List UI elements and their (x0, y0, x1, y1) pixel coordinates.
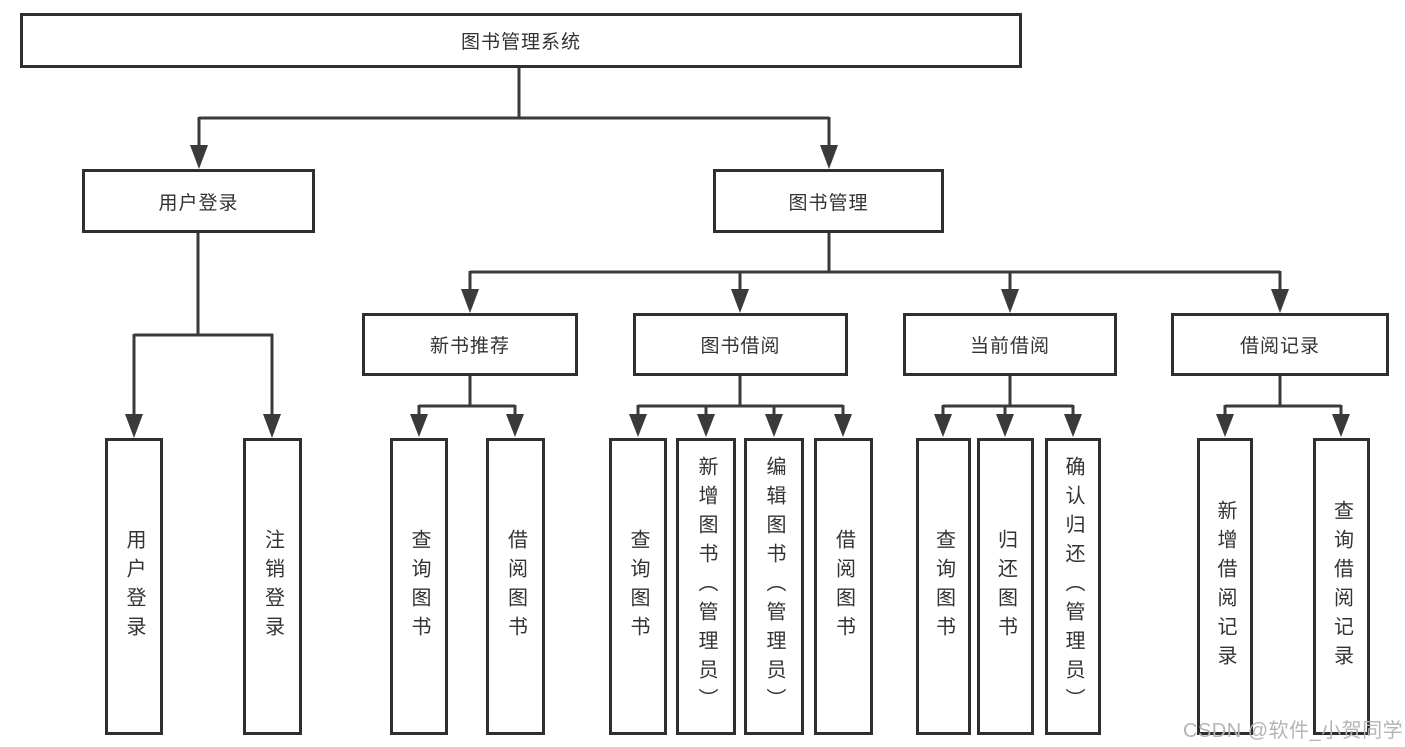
csdn-watermark: CSDN @软件_小贺同学 (1183, 720, 1404, 742)
leaf-return-book: 归还图书 (977, 438, 1034, 735)
node-label: 查询图书 (408, 528, 430, 645)
node-book-management: 图书管理 (713, 169, 944, 233)
node-label: 归还图书 (994, 528, 1017, 645)
node-label: 编辑图书（管理员） (763, 456, 785, 717)
node-new-book-recommend: 新书推荐 (362, 313, 578, 376)
leaf-edit-book-admin: 编辑图书（管理员） (744, 438, 804, 735)
node-label: 查询借阅记录 (1330, 499, 1353, 674)
leaf-query-books-borrow: 查询图书 (609, 438, 667, 735)
node-library-management-system: 图书管理系统 (20, 13, 1022, 68)
leaf-borrow-books-recommend: 借阅图书 (486, 438, 545, 735)
node-user-login: 用户登录 (82, 169, 315, 233)
node-label: 查询图书 (932, 528, 955, 645)
node-borrow-records: 借阅记录 (1171, 313, 1389, 376)
node-label: 确认归还（管理员） (1062, 456, 1084, 717)
node-label: 用户登录 (123, 528, 145, 645)
arrowhead-icons (125, 145, 1350, 438)
leaf-query-books-current: 查询图书 (916, 438, 971, 735)
node-label: 借阅图书 (504, 528, 527, 645)
leaf-user-login: 用户登录 (105, 438, 163, 735)
node-label: 注销登录 (261, 528, 284, 645)
node-label: 新增借阅记录 (1214, 499, 1236, 674)
leaf-add-book-admin: 新增图书（管理员） (676, 438, 736, 735)
node-label: 图书借阅 (700, 336, 781, 357)
node-current-borrow: 当前借阅 (903, 313, 1117, 376)
node-label: 新增图书（管理员） (695, 456, 717, 717)
leaf-query-borrow-record: 查询借阅记录 (1313, 438, 1370, 735)
leaf-confirm-return-admin: 确认归还（管理员） (1045, 438, 1101, 735)
node-label: 用户登录 (158, 192, 239, 214)
node-label: 当前借阅 (969, 336, 1050, 357)
node-label: 图书管理系统 (460, 32, 581, 53)
leaf-add-borrow-record: 新增借阅记录 (1197, 438, 1253, 735)
leaf-query-books-recommend: 查询图书 (390, 438, 448, 735)
node-label: 查询图书 (627, 528, 649, 645)
node-label: 借阅图书 (832, 528, 855, 645)
node-label: 借阅记录 (1239, 336, 1320, 357)
node-label: 图书管理 (788, 192, 869, 214)
node-book-borrow: 图书借阅 (633, 313, 848, 376)
node-label: 新书推荐 (429, 336, 510, 357)
leaf-logout: 注销登录 (243, 438, 302, 735)
leaf-borrow-books-borrow: 借阅图书 (814, 438, 873, 735)
